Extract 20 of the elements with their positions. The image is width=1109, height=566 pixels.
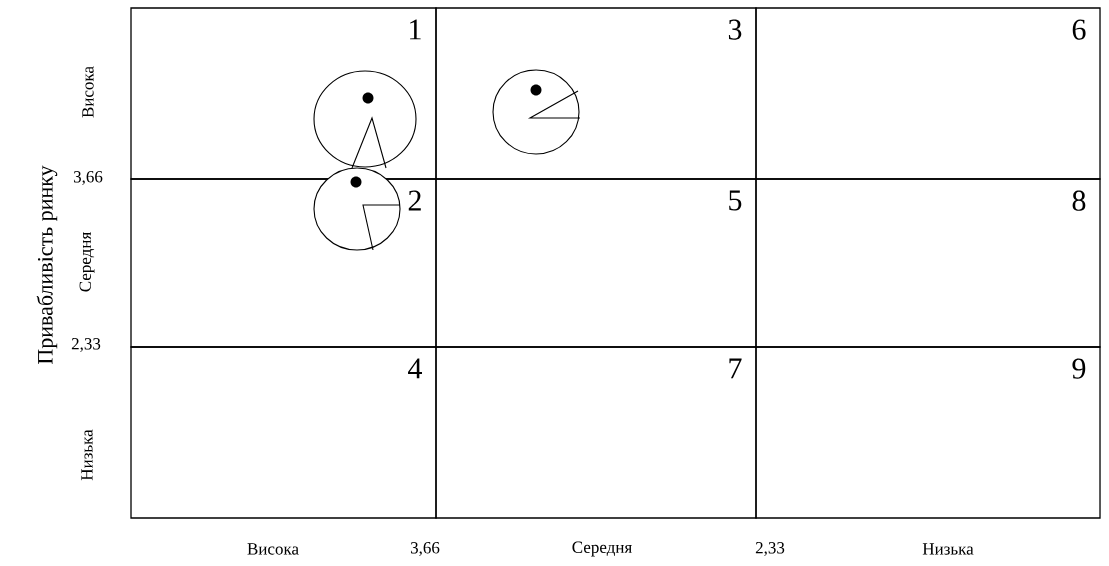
matrix-cell: 3 <box>435 7 757 180</box>
matrix-cell: 7 <box>435 346 757 519</box>
matrix-cell: 2 <box>130 178 437 348</box>
axis-label: 2,33 <box>755 542 785 556</box>
matrix-cell: 4 <box>130 346 437 519</box>
axis-label: Низька <box>81 429 93 481</box>
axis-label: Висока <box>247 543 299 555</box>
axis-title: Привабливість ринку <box>36 165 58 364</box>
axis-label: Низька <box>922 543 974 555</box>
matrix-cell: 9 <box>755 346 1101 519</box>
axis-label: 3,66 <box>73 171 103 185</box>
matrix-cell: 8 <box>755 178 1101 348</box>
axis-label: Середня <box>79 232 95 292</box>
matrix-cell: 5 <box>435 178 757 348</box>
axis-label: Середня <box>572 541 632 557</box>
axis-label: 3,66 <box>410 542 440 556</box>
axis-label: Висока <box>82 66 94 118</box>
matrix-cell: 6 <box>755 7 1101 180</box>
matrix-cell: 1 <box>130 7 437 180</box>
axis-label: 2,33 <box>71 338 101 352</box>
